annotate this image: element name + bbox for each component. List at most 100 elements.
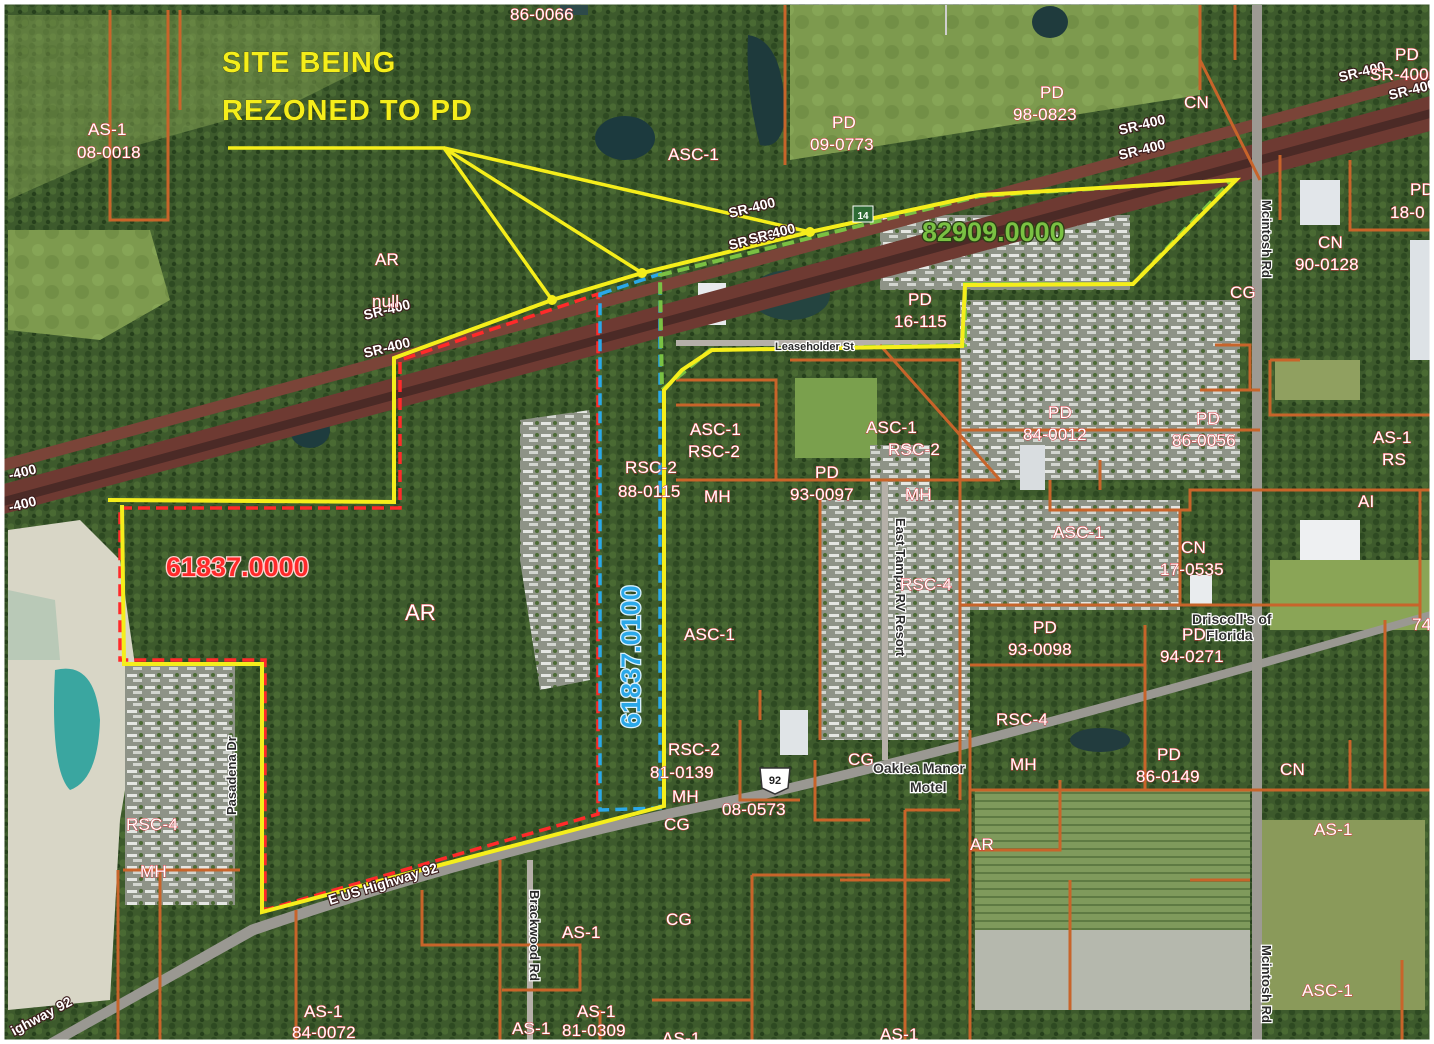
zoning-label: PD: [1182, 625, 1206, 644]
zoning-label: CG: [1230, 283, 1256, 302]
driscolls-label: Driscoll's of: [1192, 611, 1272, 627]
zoning-label: ASC-1: [1302, 981, 1353, 1000]
zoning-label: null: [372, 292, 399, 311]
zoning-label: 81-0139: [650, 763, 714, 782]
zoning-label: PD: [1040, 83, 1064, 102]
zoning-label: PD: [1410, 180, 1434, 199]
zoning-label: ASC-1: [690, 420, 741, 439]
zoning-label: MH: [704, 487, 731, 506]
zoning-label: PD: [1033, 618, 1057, 637]
zoning-label: 84-0072: [292, 1023, 356, 1042]
callout-line-1: SITE BEING: [222, 47, 396, 79]
east-tampa-rv-resort-label: East Tampa RV Resort: [893, 518, 908, 657]
parcel-61837-0000-label: 61837.0000: [166, 552, 309, 582]
zoning-label: 74: [1412, 615, 1431, 634]
zoning-label: MH: [1010, 755, 1037, 774]
zoning-label: ASC-1: [866, 418, 917, 437]
zoning-label: CN: [1184, 93, 1209, 112]
zoning-label: 86-0066: [510, 5, 574, 24]
zoning-label: CN: [1280, 760, 1305, 779]
callout-line-2: REZONED TO PD: [222, 95, 473, 127]
zoning-label: PD: [1196, 409, 1220, 428]
zoning-label: ASC-1: [668, 145, 719, 164]
zoning-label: SR-400: [1370, 65, 1429, 84]
zoning-label: CG: [666, 910, 692, 929]
zoning-label: RSC-2: [888, 440, 940, 459]
zoning-label: RSC-2: [625, 458, 677, 477]
zoning-label: MH: [140, 862, 167, 881]
zoning-label: 08-0573: [722, 800, 786, 819]
exit-14-shield: 14: [852, 205, 874, 223]
leaseholder-st-label: Leaseholder St: [775, 341, 854, 353]
zoning-label: RS: [1382, 450, 1406, 469]
sr-400-label: -400: [7, 461, 38, 483]
us-92-shield: 92: [759, 767, 791, 795]
zoning-label: AS-1: [880, 1025, 919, 1044]
zoning-label: 18-0: [1390, 203, 1425, 222]
driscolls-label-line2: Florida: [1206, 627, 1253, 643]
us-92-label: 92: [769, 775, 781, 787]
zoning-labels: 86-0066 AS-1 08-0018 ASC-1 PD 09-0773 PD…: [77, 5, 1434, 1044]
pasadena-dr-label: Pasadena Dr: [224, 736, 239, 815]
zoning-label: 88-0115: [618, 482, 681, 501]
zoning-label: CG: [664, 815, 690, 834]
zoning-label: MH: [672, 787, 699, 806]
rezoning-callout: SITE BEING REZONED TO PD: [222, 47, 473, 128]
oaklea-manor-label: Oaklea Manor: [873, 760, 965, 776]
zoning-label: 98-0823: [1013, 105, 1077, 124]
zoning-label: 81-0309: [562, 1021, 626, 1040]
zoning-label: 08-0018: [77, 143, 141, 162]
zoning-label: 90-0128: [1295, 255, 1359, 274]
exit-14-label: 14: [857, 211, 869, 222]
road-shields: 92 14: [759, 205, 874, 795]
oaklea-motel-label: Motel: [910, 779, 947, 795]
zoning-label: PD: [908, 290, 932, 309]
zoning-label: MH: [905, 485, 932, 504]
zoning-label: RSC-4: [126, 815, 178, 834]
zoning-label: PD: [1157, 745, 1181, 764]
zoning-label: AS-1: [512, 1019, 551, 1038]
zoning-label: AS-1: [577, 1002, 616, 1021]
parcel-61837-0100-label: 61837.0100: [616, 585, 646, 728]
zoning-label: AR: [375, 250, 399, 269]
zoning-label: CN: [1181, 538, 1206, 557]
zoning-label: 86-0149: [1136, 767, 1200, 786]
parcel-61837-0000-outline: [118, 291, 600, 913]
zoning-label: CG: [848, 750, 874, 769]
zoning-label: PD: [832, 113, 856, 132]
brackwood-rd-label: Brackwood Rd: [527, 890, 542, 981]
zoning-label: AS-1: [88, 120, 127, 139]
zoning-label: AS-1: [304, 1002, 343, 1021]
sr-400-label: -400: [7, 493, 38, 515]
zoning-label: ASC-1: [1053, 523, 1104, 542]
mcintosh-rd-label: Mcintosh Rd: [1259, 200, 1274, 278]
zoning-label: PD: [1395, 45, 1419, 64]
zoning-label: AS-1: [1373, 428, 1412, 447]
zoning-label: RSC-4: [900, 575, 952, 594]
zoning-label: 94-0271: [1160, 647, 1224, 666]
zoning-label: PD: [1048, 403, 1072, 422]
zoning-label: PD: [815, 463, 839, 482]
zoning-label: RSC-2: [688, 442, 740, 461]
poi-labels: Driscoll's of Florida Oaklea Manor Motel: [872, 610, 1273, 796]
zoning-boundaries: [108, 5, 1434, 1044]
zoning-label: ASC-1: [684, 625, 735, 644]
zoning-label: 93-0097: [790, 485, 854, 504]
zoning-label: AS-1: [1314, 820, 1353, 839]
mcintosh-rd-label: Mcintosh Rd: [1259, 945, 1274, 1023]
parcel-labels: 61837.0000 61837.0100 82909.0000: [165, 216, 1066, 730]
zoning-label: 84-0012: [1023, 425, 1087, 444]
zoning-label: 17-0535: [1160, 560, 1224, 579]
zoning-label: CN: [1318, 233, 1343, 252]
zoning-label: 16-115: [894, 312, 947, 331]
zoning-label: RSC-4: [996, 710, 1048, 729]
street-labels: Mcintosh Rd Mcintosh Rd East Tampa RV Re…: [223, 199, 1275, 1024]
zoning-label: 86-0056: [1172, 431, 1236, 450]
zoning-label: RSC-2: [668, 740, 720, 759]
zoning-label: AS-1: [562, 923, 601, 942]
site-parcels: [107, 146, 1242, 915]
zoning-label: AI: [1358, 492, 1374, 511]
zoning-label: 93-0098: [1008, 640, 1072, 659]
